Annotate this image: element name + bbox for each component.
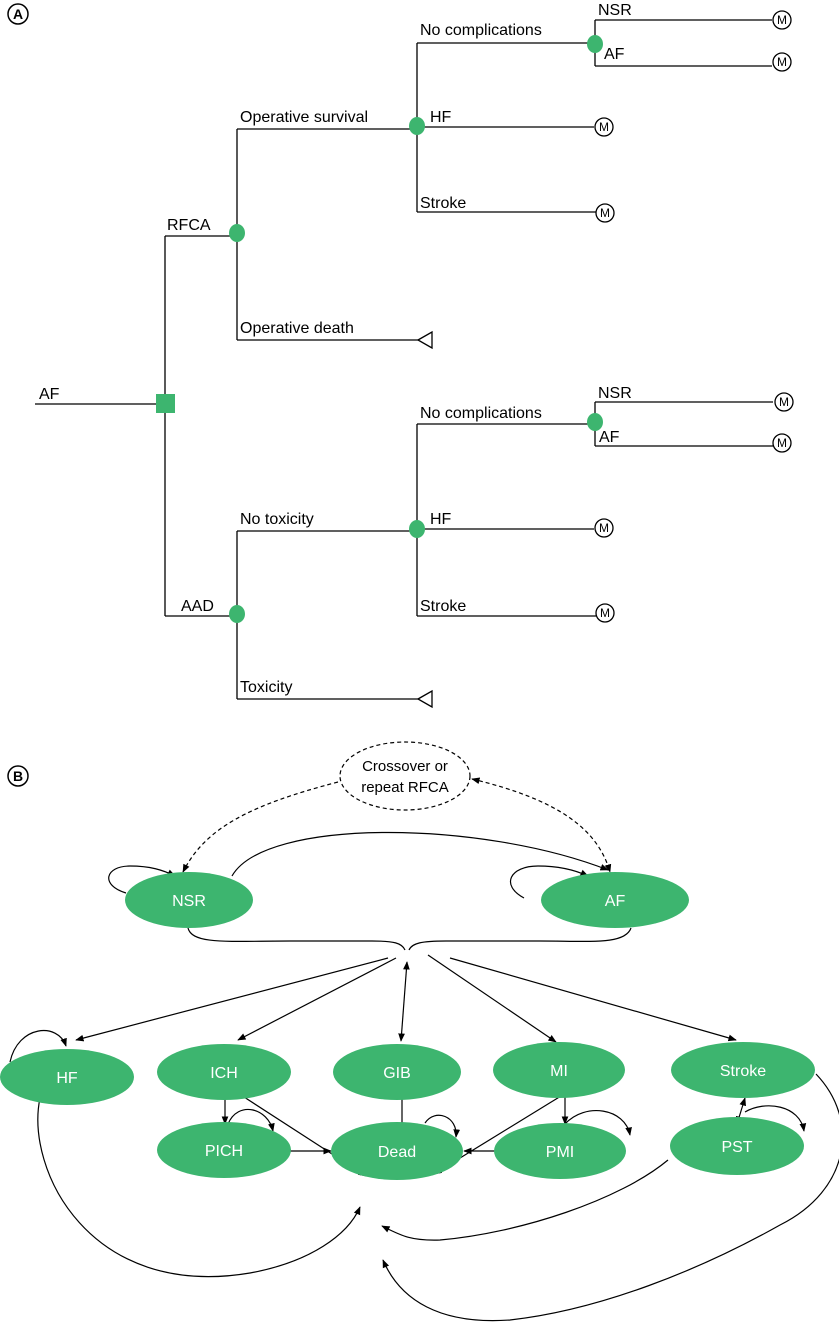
- svg-text:M: M: [777, 13, 787, 27]
- state-dead: Dead: [331, 1122, 463, 1180]
- panel-b: B Crossover or repeat RFCA: [0, 741, 839, 1322]
- markov-node-aad-nsr: M: [774, 392, 794, 412]
- svg-text:PMI: PMI: [546, 1144, 574, 1161]
- svg-text:PICH: PICH: [205, 1143, 243, 1160]
- branch-label-operative-death: Operative death: [240, 320, 354, 337]
- state-ich: ICH: [157, 1044, 291, 1100]
- svg-text:M: M: [600, 606, 610, 620]
- state-nsr: NSR: [125, 872, 253, 928]
- terminal-node-operative-death: [416, 330, 433, 350]
- decision-node: [156, 394, 175, 413]
- svg-text:M: M: [777, 436, 787, 450]
- state-hf: HF: [0, 1049, 134, 1105]
- panel-b-badge: [7, 765, 29, 787]
- branch-label-aad-af: AF: [599, 429, 620, 446]
- state-mi: MI: [493, 1042, 625, 1098]
- chance-node-aad: [229, 605, 245, 623]
- state-pmi: PMI: [494, 1123, 626, 1179]
- branch-label-operative-survival: Operative survival: [240, 109, 368, 126]
- svg-text:M: M: [777, 55, 787, 69]
- svg-text:GIB: GIB: [383, 1065, 411, 1082]
- chance-node-aad-no-complications: [587, 413, 603, 431]
- state-pst: PST: [670, 1117, 804, 1175]
- markov-node-aad-af: M: [772, 433, 792, 453]
- decision-tree-lines: [35, 19, 773, 700]
- panel-a-badge: [7, 3, 29, 25]
- markov-node-rfca-nsr: M: [772, 10, 792, 30]
- state-gib: GIB: [333, 1044, 461, 1100]
- state-stroke: Stroke: [671, 1042, 815, 1098]
- svg-text:M: M: [600, 206, 610, 220]
- transition-edges: [9, 777, 839, 1322]
- state-af: AF: [541, 872, 689, 928]
- branch-label-rfca: RFCA: [167, 217, 211, 234]
- markov-node-rfca-stroke: M: [595, 203, 615, 223]
- svg-text:MI: MI: [550, 1063, 568, 1080]
- panel-a-label: A: [13, 6, 23, 22]
- svg-text:Stroke: Stroke: [720, 1063, 766, 1080]
- branch-label-rfca-nsr: NSR: [598, 2, 632, 19]
- state-pich: PICH: [157, 1122, 291, 1178]
- chance-node-no-toxicity: [409, 520, 425, 538]
- chance-node-rfca: [229, 224, 245, 242]
- branch-label-toxicity: Toxicity: [240, 679, 292, 696]
- markov-node-rfca-af: M: [772, 52, 792, 72]
- svg-text:Dead: Dead: [378, 1144, 416, 1161]
- branch-label-rfca-no-complications: No complications: [420, 22, 542, 39]
- branch-label-rfca-stroke: Stroke: [420, 195, 466, 212]
- branch-label-aad: AAD: [181, 598, 214, 615]
- svg-text:NSR: NSR: [172, 893, 206, 910]
- svg-text:M: M: [599, 120, 609, 134]
- crossover-label-line1: Crossover or: [362, 758, 448, 775]
- markov-node-aad-stroke: M: [595, 603, 615, 623]
- branch-label-no-toxicity: No toxicity: [240, 511, 314, 528]
- crossover-state: Crossover or repeat RFCA: [339, 741, 471, 811]
- svg-text:AF: AF: [605, 893, 626, 910]
- svg-text:M: M: [599, 521, 609, 535]
- crossover-label-line2: repeat RFCA: [361, 779, 449, 796]
- svg-text:PST: PST: [721, 1139, 752, 1156]
- branch-label-rfca-hf: HF: [430, 109, 452, 126]
- branch-label-aad-nsr: NSR: [598, 385, 632, 402]
- svg-text:ICH: ICH: [210, 1065, 238, 1082]
- branch-label-rfca-af: AF: [604, 46, 625, 63]
- markov-node-aad-hf: M: [594, 518, 614, 538]
- svg-text:HF: HF: [56, 1070, 78, 1087]
- panel-b-label: B: [13, 768, 23, 784]
- branch-label-aad-hf: HF: [430, 511, 452, 528]
- chance-node-rfca-no-complications: [587, 35, 603, 53]
- terminal-node-toxicity: [416, 689, 433, 709]
- svg-text:M: M: [779, 395, 789, 409]
- chance-node-operative-survival: [409, 117, 425, 135]
- branch-label-aad-no-complications: No complications: [420, 405, 542, 422]
- branch-label-aad-stroke: Stroke: [420, 598, 466, 615]
- markov-node-rfca-hf: M: [594, 117, 614, 137]
- panel-a: A: [7, 2, 794, 709]
- branch-label-af-root: AF: [39, 386, 60, 403]
